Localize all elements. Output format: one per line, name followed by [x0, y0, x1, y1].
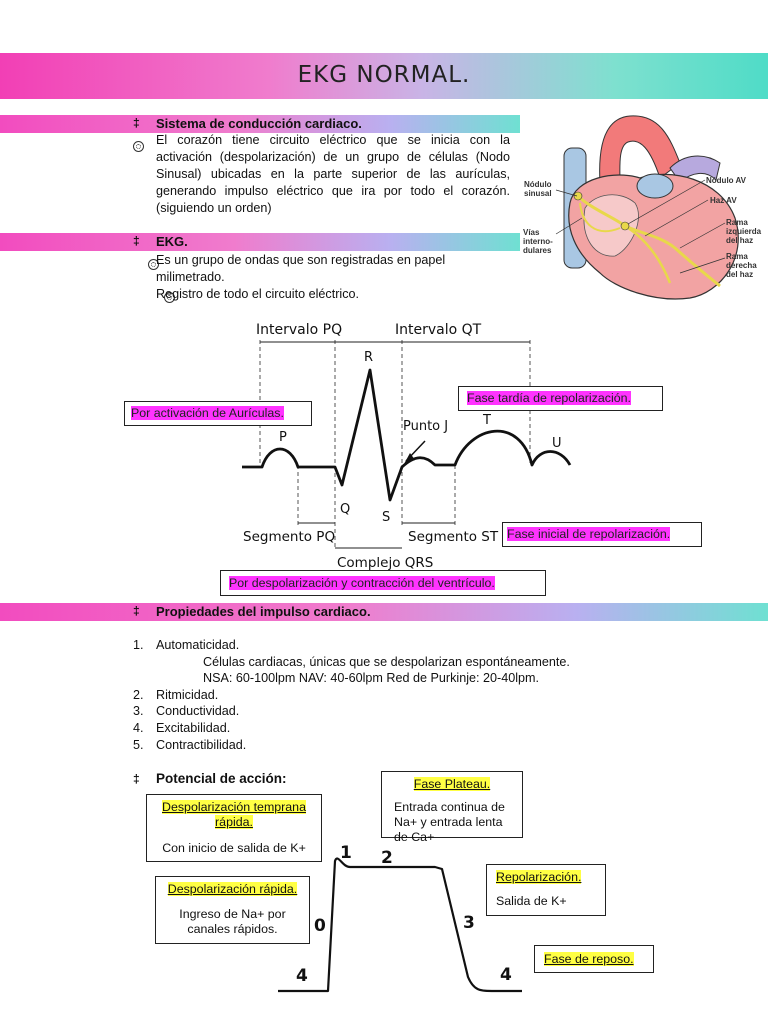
note-box-ventriculo: Por despolarización y contracción del ve…: [220, 570, 546, 596]
section-heading-ekg: EKG.: [156, 234, 188, 249]
phase-label-3: 3: [463, 913, 475, 933]
aorta-shape: [599, 115, 681, 184]
list-item-ritmicidad: Ritmicidad.: [156, 688, 219, 702]
label-complejo-qrs: Complejo QRS: [337, 555, 434, 571]
leader-line: [679, 257, 726, 274]
label-wave-u: U: [552, 436, 562, 451]
section-heading-potencial: Potencial de acción:: [156, 771, 287, 786]
leader-line: [679, 222, 726, 249]
title-band: [0, 53, 768, 99]
label-vias-internodulares: Vías interno-dulares: [523, 228, 553, 255]
section-heading-conduccion: Sistema de conducción cardiaco.: [156, 116, 362, 131]
ekg-bullet-2: Registro de todo el circuito eléctrico.: [156, 287, 359, 301]
label-haz-av: Haz AV: [710, 196, 737, 205]
pulmonary-artery-shape: [669, 155, 721, 183]
note-ventriculo: Por despolarización y contracción del ve…: [229, 576, 495, 590]
leader-line: [555, 189, 578, 197]
box-plateau-title: Fase Plateau.: [413, 777, 491, 791]
box-repol-body: Salida de K+: [496, 894, 567, 908]
label-segmento-st: Segmento ST: [408, 529, 499, 545]
double-dagger-icon: ‡: [133, 116, 140, 130]
sinus-node-marker: [573, 191, 583, 201]
phase-label-4-end: 4: [500, 965, 512, 985]
label-segmento-pq: Segmento PQ: [243, 529, 336, 545]
leader-line: [644, 199, 709, 237]
action-potential-graph: [278, 857, 522, 993]
label-rama-derecha: Rama derecha del haz: [726, 252, 757, 279]
conduction-pathway-internodal: [579, 202, 621, 233]
vessel-opening-shape: [636, 173, 674, 199]
note-box-fase-tardia: Fase tardía de repolarización.: [458, 386, 663, 411]
phase-label-4-start: 4: [296, 966, 308, 986]
label-wave-q: Q: [340, 502, 351, 517]
phase-label-2: 2: [381, 848, 393, 868]
note-fase-tardia: Fase tardía de repolarización.: [467, 391, 631, 405]
list-item-automaticidad: Automaticidad.: [156, 638, 240, 652]
double-dagger-icon: ‡: [133, 772, 140, 786]
box-temprana-body: Con inicio de salida de K+: [162, 841, 306, 855]
list-item-num: 3.: [133, 704, 144, 718]
label-rama-izquierda: Rama izquierda del haz: [726, 218, 762, 245]
label-nodulo-sinusal: Nódulo sinusal: [524, 180, 552, 198]
box-repolarizacion: Repolarización. Salida de K+: [486, 864, 606, 916]
rosette-bullet-icon: [148, 259, 160, 270]
list-item-num: 2.: [133, 688, 144, 702]
action-potential-curve: [278, 857, 522, 993]
box-rapida-title: Despolarización rápida.: [167, 882, 298, 896]
heart-conduction-illustration: [555, 115, 739, 300]
section-heading-propiedades: Propiedades del impulso cardiaco.: [156, 604, 371, 619]
box-plateau-body: Entrada continua de Na+ y entrada lenta …: [394, 800, 505, 844]
automaticidad-detail-1: Células cardiacas, únicas que se despola…: [203, 655, 570, 669]
arrowhead-icon: [404, 453, 415, 464]
rosette-bullet-icon: [133, 141, 144, 152]
label-nodulo-av: Nódulo AV: [706, 176, 746, 185]
list-item-contractibilidad: Contractibilidad.: [156, 738, 247, 752]
note-fase-inicial: Fase inicial de repolarización.: [507, 527, 671, 541]
note-box-fase-inicial: Fase inicial de repolarización.: [502, 522, 702, 547]
page-title: EKG NORMAL.: [297, 62, 471, 88]
section-bar-propiedades: [0, 603, 768, 621]
label-wave-p: P: [279, 430, 287, 445]
box-fase-plateau: Fase Plateau. Entrada continua de Na+ y …: [381, 771, 523, 844]
av-node-marker: [620, 221, 630, 231]
phase-label-0: 0: [314, 916, 326, 936]
box-temprana-title: Despolarización temprana rápida.: [162, 800, 306, 829]
list-item-num: 4.: [133, 721, 144, 735]
box-rapida-body: Ingreso de Na+ por canales rápidos.: [179, 907, 286, 936]
label-wave-t: T: [483, 413, 491, 428]
automaticidad-detail-2: NSA: 60-100lpm NAV: 40-60lpm Red de Purk…: [203, 671, 539, 685]
section-bar-conduccion: [0, 115, 520, 133]
box-reposo-title: Fase de reposo.: [544, 952, 634, 966]
box-despolarizacion-temprana: Despolarización temprana rápida. Con ini…: [146, 794, 322, 862]
label-wave-r: R: [364, 350, 374, 365]
list-item-num: 5.: [133, 738, 144, 752]
box-fase-reposo: Fase de reposo.: [534, 945, 654, 973]
phase-label-1: 1: [340, 843, 352, 863]
label-intervalo-pq: Intervalo PQ: [256, 322, 343, 338]
ekg-waveform: [242, 368, 572, 502]
list-item-num: 1.: [133, 638, 144, 652]
double-dagger-icon: ‡: [133, 234, 140, 248]
conduction-pathway-main: [576, 194, 721, 288]
conduction-pathway-right: [624, 224, 672, 284]
list-item-conductividad: Conductividad.: [156, 704, 240, 718]
label-wave-s: S: [382, 510, 391, 525]
box-despolarizacion-rapida: Despolarización rápida. Ingreso de Na+ p…: [155, 876, 310, 944]
label-intervalo-qt: Intervalo QT: [395, 322, 482, 338]
note-auriculas: Por activación de Aurículas.: [131, 406, 284, 420]
rosette-bullet-icon: [163, 292, 175, 303]
section-text-conduccion: El corazón tiene circuito eléctrico que …: [156, 133, 510, 215]
ekg-wave-diagram: [242, 340, 572, 550]
double-dagger-icon: ‡: [133, 604, 140, 618]
leader-line: [627, 179, 706, 225]
label-punto-j: Punto J: [403, 419, 449, 434]
list-item-excitabilidad: Excitabilidad.: [156, 721, 231, 735]
leader-line: [555, 217, 583, 235]
box-repol-title: Repolarización.: [496, 870, 582, 884]
note-box-auriculas: Por activación de Aurículas.: [124, 401, 312, 426]
section-bar-ekg: [0, 233, 520, 251]
ekg-bullet-1: Es un grupo de ondas que son registradas…: [156, 253, 446, 284]
